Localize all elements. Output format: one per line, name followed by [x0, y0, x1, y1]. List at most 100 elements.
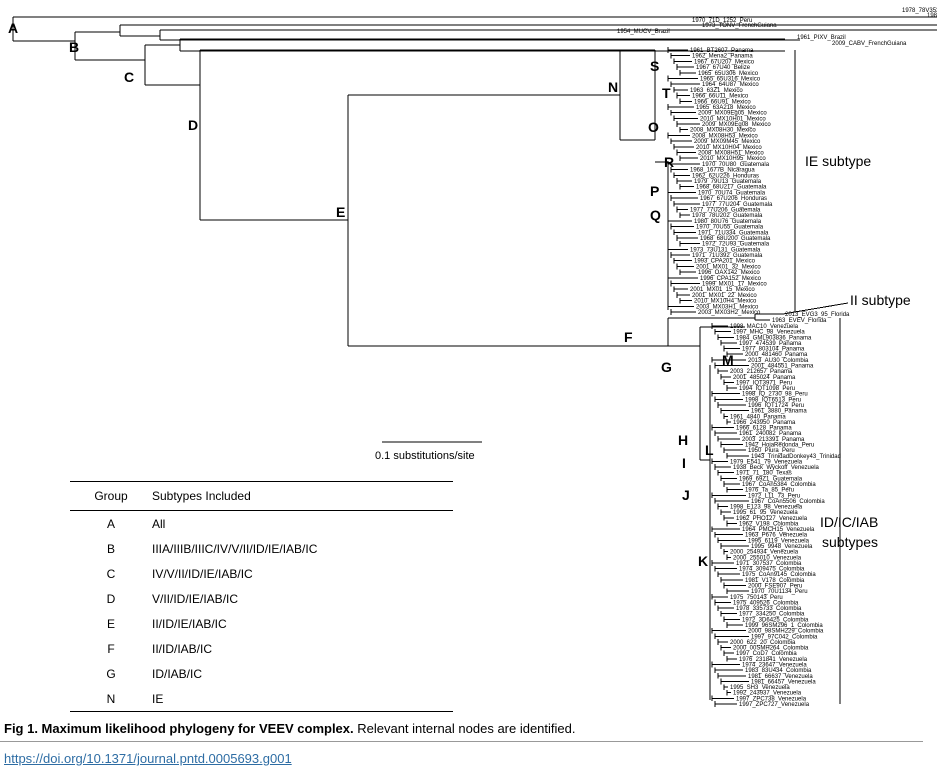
- node-label: D: [188, 117, 198, 133]
- tip-label: 1994_IQT1098_Peru: [739, 386, 795, 392]
- tip-label: 2008_MX08H53_Mexico: [692, 133, 758, 139]
- ii-subtype-label: II subtype: [850, 292, 911, 308]
- tip-label: 1977_77U204_Guatemala: [702, 202, 773, 208]
- tip-label: 2010_MX10H95_Mexico: [700, 156, 766, 162]
- tip-label: 2003_MX03H1_Mexico: [696, 304, 759, 310]
- tip-label: 1997_CoD7_Colombia: [736, 651, 797, 657]
- tip-label: 1963_EVEV_Florida: [772, 318, 827, 324]
- tree-branches: [12, 16, 937, 707]
- caption-label: Fig 1. Maximum likelihood phylogeny for …: [4, 721, 354, 736]
- tip-label: 1974_23647_Venezuela: [742, 663, 807, 669]
- tip-label: 1971_71U392_Guatemala: [692, 253, 763, 259]
- tip-label: 1996_IQT1724_Peru: [748, 403, 804, 409]
- tip-label: 2010_MX10H04_Mexico: [696, 145, 762, 151]
- tip-label: 1963_63Z1_Mexico: [690, 88, 743, 94]
- tip-label: 1969_69Z1_Guatemala: [739, 476, 803, 482]
- tip-label: 1997_IQT3971_Peru: [736, 380, 792, 386]
- tip-label: 2010_MX10H01_Mexico: [700, 116, 766, 122]
- tip-label: 1976_231841_Venezuela: [739, 657, 808, 663]
- tip-label: 2001_MX01_32_Mexico: [696, 264, 761, 270]
- table-cell-group: D: [106, 591, 116, 606]
- tip-label: 1967_67U206_Honduras: [700, 196, 767, 202]
- tip-label: 1971_307537_Colombia: [736, 561, 802, 567]
- tip-label: 2000_00SMH264_Colombia: [733, 646, 809, 652]
- tip-label: 2000_98SMH229_Colombia: [748, 629, 824, 635]
- tip-label: 2001_MX01_15_Mexico: [690, 287, 755, 293]
- node-label: K: [698, 553, 708, 569]
- node-label: N: [608, 79, 618, 95]
- tip-label: 1966_6128_Panama: [736, 426, 792, 432]
- tip-label: 1970_70U80_Guatemala: [702, 162, 770, 168]
- table-cell-subtypes: IE: [152, 686, 453, 712]
- tip-label: 1998_MAC10_Venezuela: [730, 324, 799, 330]
- tip-label: 1961_240082_Panama: [739, 431, 802, 437]
- tip-label: 1999_MX01_17_Mexico: [702, 282, 767, 288]
- table-cell-subtypes: II/ID/IAB/IC: [152, 641, 213, 656]
- tip-label: 1965_63A218_Mexico: [696, 105, 756, 111]
- node-label: G: [661, 359, 672, 375]
- tip-label: 1966_66U11_Mexico: [692, 94, 749, 100]
- table-row: D V/II/ID/IE/IAB/IC: [70, 586, 453, 611]
- node-label: H: [678, 432, 688, 448]
- tip-label: 2008_MX08H30_Mexico: [690, 128, 756, 134]
- ii-subtype-pointer: [782, 302, 849, 315]
- tip-label: 2013_AU30_Colombia: [748, 358, 809, 364]
- table-cell-group: G: [106, 666, 116, 681]
- tip-label: 1967_67U207_Mexico: [694, 59, 755, 65]
- tip-label: 1977_334250_Colombia: [739, 612, 805, 618]
- tip-label: 1972_L11_73_Peru: [748, 493, 800, 499]
- tip-label: 2000_622_20_Colombia: [730, 640, 796, 646]
- tip-label: 1995_6119_Venezuela: [748, 538, 810, 544]
- tip-label: 1981_66457_Venezuela: [751, 679, 816, 685]
- tip-label: 1970_70U74_Guatemala: [698, 190, 766, 196]
- table-cell-subtypes: V/II/ID/IE/IAB/IC: [152, 591, 239, 606]
- scale-bar-label: 0.1 substitutions/site: [375, 450, 475, 462]
- tip-label: 1997_ZPC727_Venezuela: [739, 702, 810, 708]
- tip-label: 1972_3D6425_Colombia: [742, 617, 809, 623]
- tip-label: 1967_CoAn5506_Colombia: [751, 499, 825, 505]
- tip-label: 1995_9948_Venezuela: [751, 544, 813, 550]
- tip-label: 1980_AG80_663_Argentina: [927, 13, 937, 19]
- tip-label: 1997_ZPC738_Venezuela: [736, 696, 807, 702]
- tip-label: 1977_77U206_Guatemala: [690, 207, 761, 213]
- table-header-row: Group Subtypes Included: [70, 481, 453, 511]
- tip-label: 1970_71D_1252_Peru: [692, 18, 752, 24]
- tip-label: 1975_CoAn9145_Colombia: [742, 572, 816, 578]
- node-label: L: [705, 442, 714, 458]
- tip-label: 1942_HojaRedonda_Peru: [745, 442, 814, 448]
- table-cell-subtypes: II/ID/IE/IAB/IC: [152, 616, 227, 631]
- tip-label: 1964_64U87_Mexico: [702, 82, 759, 88]
- tip-label: 1964_PMCH15_Venezuela: [742, 527, 815, 533]
- tip-label: 1973_TONV_FrenchGuiana: [702, 23, 777, 29]
- tip-label: 2009_MX09M45_Mexico: [694, 139, 761, 145]
- tip-label: 1962_Mena2_Panama: [692, 54, 753, 60]
- node-label: J: [682, 487, 690, 503]
- tip-label: 1961_3880_Panama: [751, 409, 807, 415]
- tip-label: 2000_FSE907_Peru: [748, 584, 802, 590]
- tip-label: 1963_P676_Venezuela: [745, 533, 808, 539]
- tip-label: 1977_803104_Panama: [742, 347, 805, 353]
- tip-label: 1950_Piura_Peru: [748, 448, 795, 454]
- phylogenetic-tree: 1978_78V3531_Brazil1980_AG80_663_Argenti…: [8, 8, 937, 708]
- tip-label: 1967_67U40_Belize: [696, 65, 751, 71]
- node-label: B: [69, 39, 79, 55]
- tip-label: 1968_68U217_Guatemala: [696, 185, 767, 191]
- node-label: I: [682, 455, 686, 471]
- tip-label: 2009_MX09Eg08_Mexico: [702, 122, 771, 128]
- tip-label: 1961_BT2607_Panama: [690, 48, 754, 54]
- tip-label: 2000_255010_Venezuela: [733, 555, 802, 561]
- tip-label: 1962_62U226_Honduras: [692, 173, 759, 179]
- tip-label: 1998_E123_98_Venezuela: [730, 505, 803, 511]
- tip-label: 1996_CPA152_Mexico: [700, 276, 762, 282]
- tip-label: 2001_484551_Panama: [751, 363, 814, 369]
- tip-label: 1995_SH3_Venezuela: [730, 685, 790, 691]
- tip-label: 1972_72U93_Guatemala: [702, 242, 770, 248]
- tip-label: 1954_MUCV_Brazil: [617, 29, 670, 35]
- tip-label: 2003_MX03H2_Mexico: [698, 310, 761, 316]
- doi-link[interactable]: https://doi.org/10.1371/journal.pntd.000…: [4, 751, 292, 766]
